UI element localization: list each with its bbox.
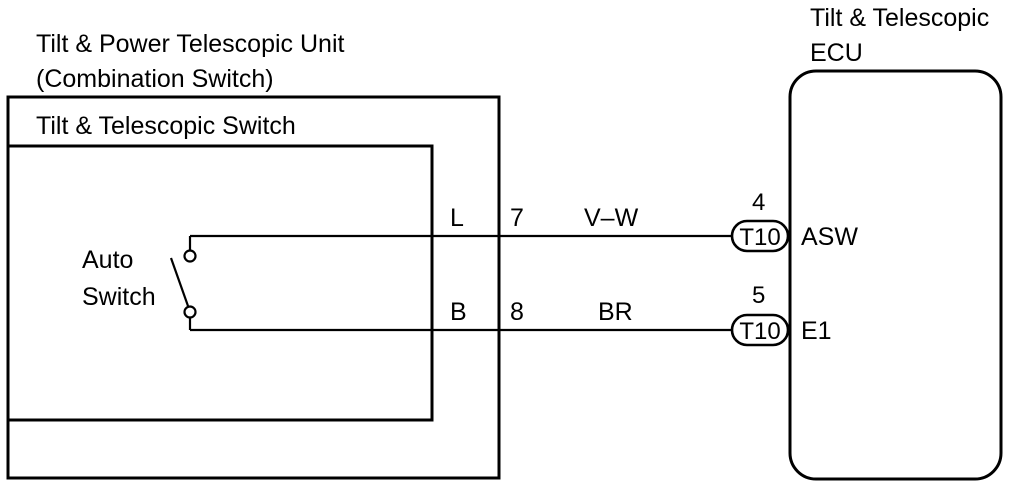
- auto-switch-label-line2: Switch: [82, 283, 156, 311]
- wire-2-ecu-pin: 5: [752, 282, 765, 309]
- switch-box: [6, 144, 434, 422]
- switch-box-title: Tilt & Telescopic Switch: [36, 112, 296, 140]
- wire-1: L 7 V–W 4 T10 ASW: [190, 189, 858, 253]
- auto-switch-label-line1: Auto: [82, 246, 133, 274]
- auto-switch-contact-bottom: [183, 305, 197, 319]
- auto-switch-symbol: [169, 236, 197, 330]
- wire-2: B 8 BR 5 T10 E1: [190, 282, 832, 347]
- wire-1-unit-pin: 7: [510, 204, 524, 232]
- wire-2-switch-terminal: B: [450, 298, 467, 326]
- wire-1-ecu-terminal: ASW: [801, 223, 858, 251]
- auto-switch-contact-top: [183, 249, 197, 263]
- wire-2-ecu-terminal: E1: [801, 317, 832, 345]
- wire-1-connector-label: T10: [739, 224, 780, 251]
- unit-title-line1: Tilt & Power Telescopic Unit: [36, 30, 345, 58]
- unit-title-line2: (Combination Switch): [36, 65, 274, 93]
- wire-1-switch-terminal: L: [450, 204, 464, 232]
- wire-2-unit-pin: 8: [510, 298, 524, 326]
- wire-2-connector-label: T10: [739, 318, 780, 345]
- auto-switch-blade: [169, 257, 190, 307]
- wire-2-connector-oval: [730, 313, 790, 347]
- wire-2-color-code: BR: [598, 298, 633, 326]
- ecu-title-line1: Tilt & Telescopic: [810, 4, 989, 32]
- ecu-box: [788, 69, 1003, 481]
- wire-1-ecu-pin: 4: [752, 189, 765, 216]
- wire-1-connector-oval: [730, 219, 790, 253]
- ecu-title-line2: ECU: [810, 39, 863, 67]
- wire-1-color-code: V–W: [584, 204, 639, 232]
